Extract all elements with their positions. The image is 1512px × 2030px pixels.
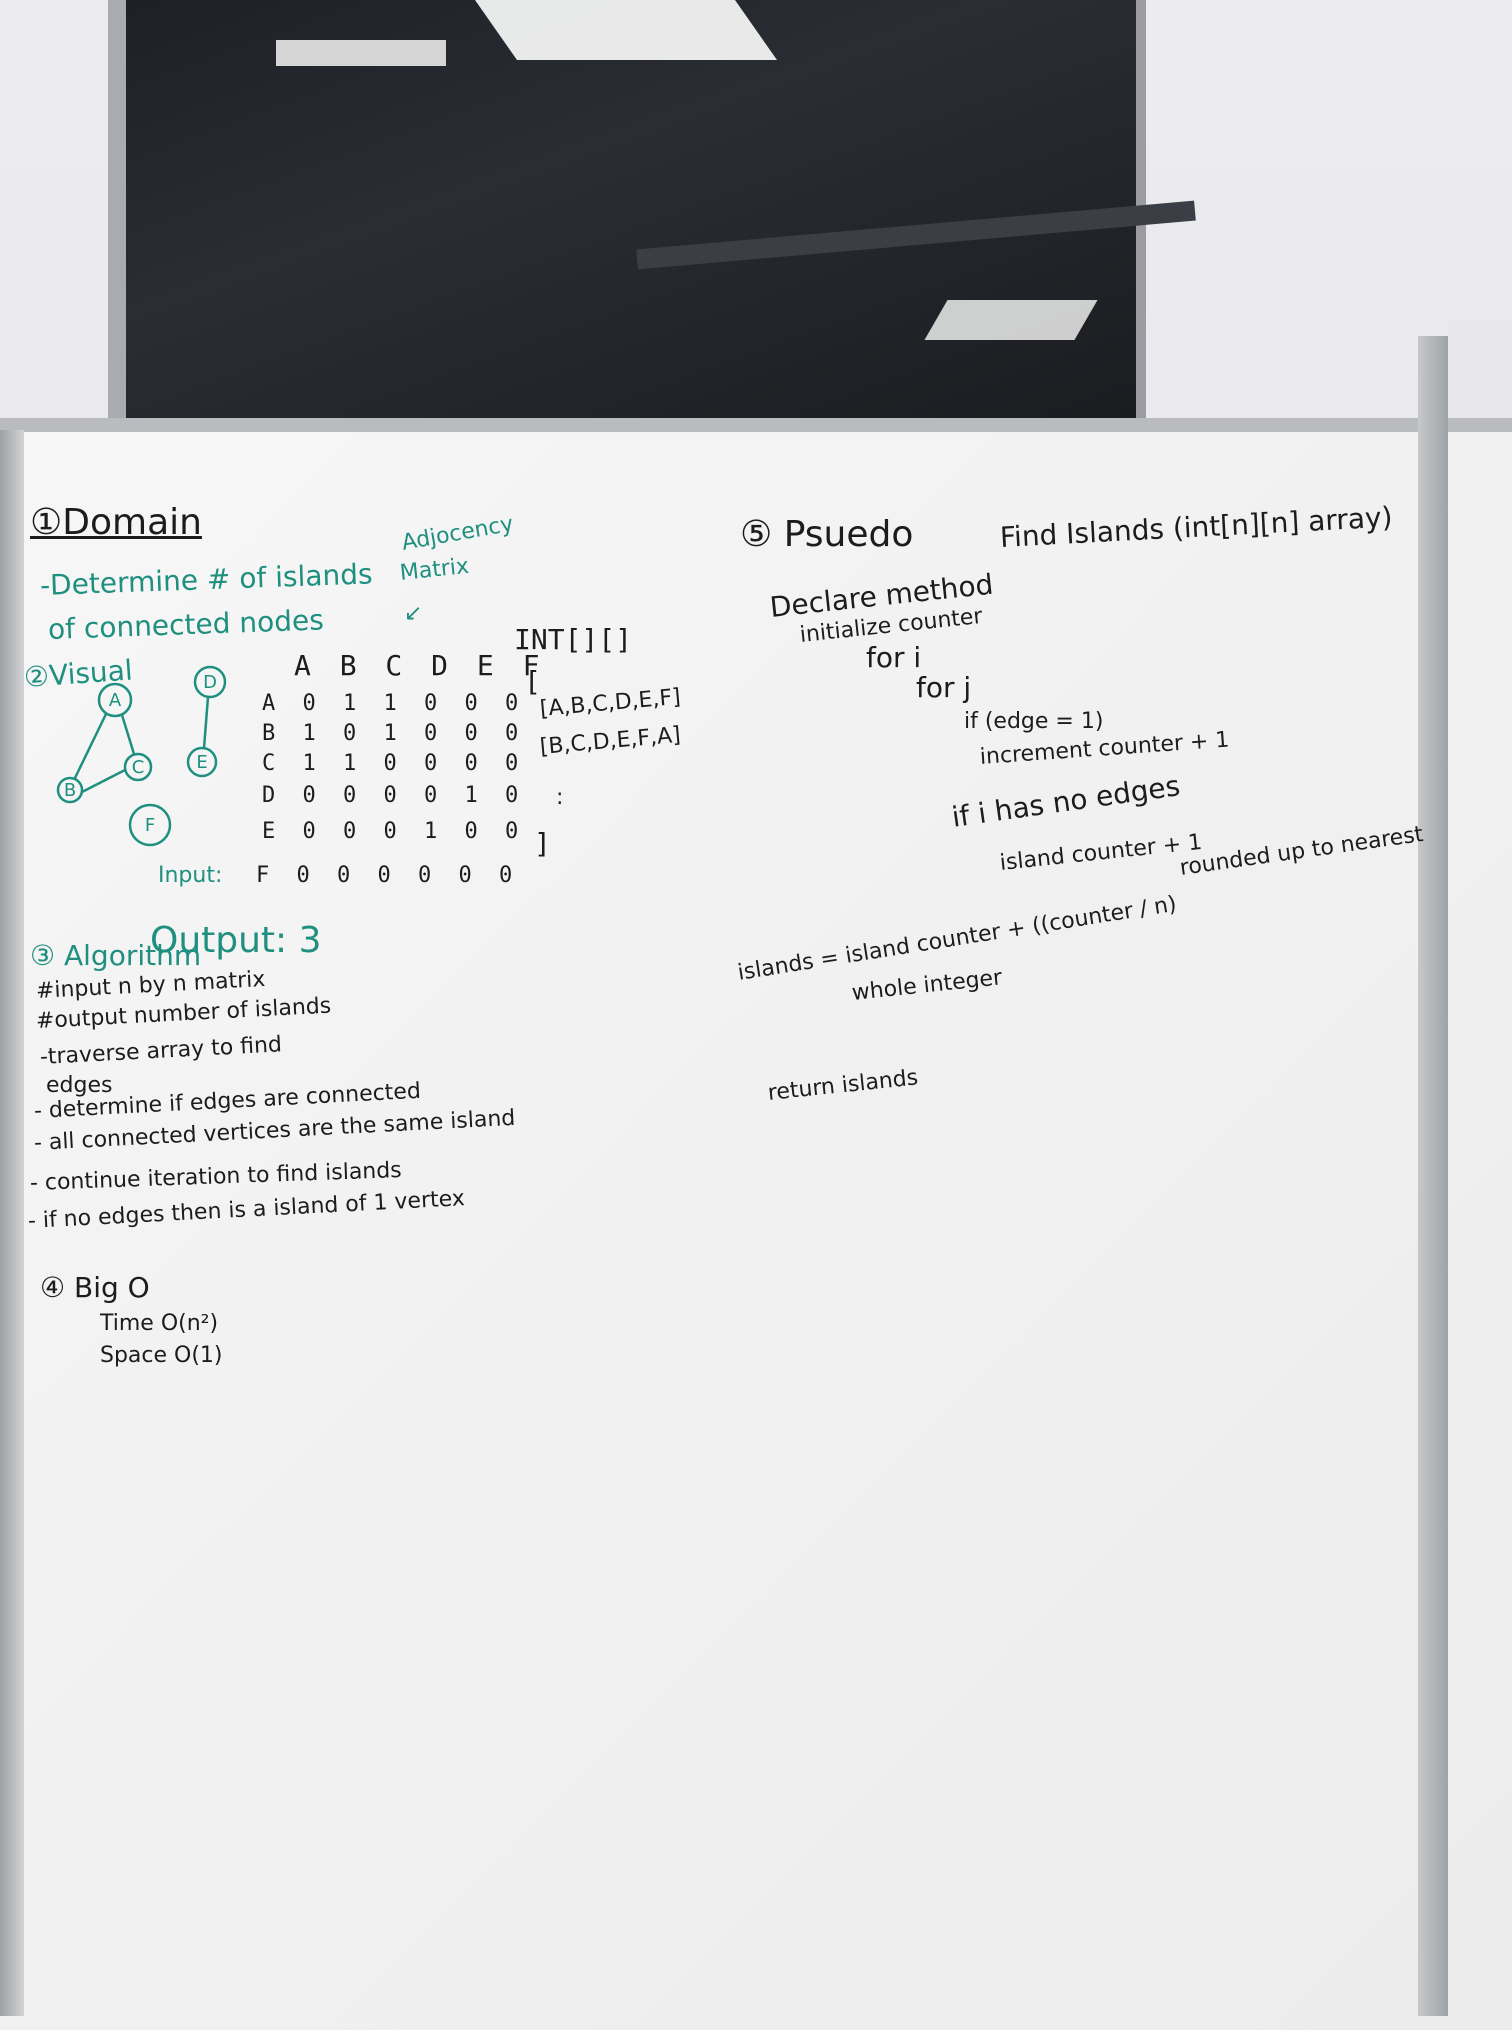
graph-node-b	[56, 776, 84, 804]
ceiling-light-reflection	[474, 0, 778, 60]
whiteboard-right-frame	[1418, 336, 1448, 2016]
matrix-header: A B C D E F	[294, 649, 546, 682]
graph-node-a	[97, 682, 133, 718]
pseudo-line-5: if (edge = 1)	[964, 709, 1104, 734]
edge-a-c	[120, 714, 136, 755]
array-open-bracket: [	[528, 665, 539, 698]
pseudo-line-4: for j	[916, 671, 972, 704]
graph-node-e	[186, 746, 218, 778]
ceiling-light-reflection-small	[276, 40, 446, 66]
adjacency-arrow-icon: ↙	[404, 601, 423, 626]
pseudo-line-3: for i	[866, 641, 922, 674]
whiteboard	[0, 418, 1512, 2030]
edge-a-b	[72, 713, 108, 781]
bigo-space: Space O(1)	[100, 1343, 223, 1368]
matrix-row-d: D 0 0 0 0 1 0	[262, 783, 526, 808]
ceiling-window	[108, 0, 1196, 420]
graph-node-f-label: F	[145, 815, 155, 836]
ceiling-light-reflection-lower	[924, 300, 1098, 340]
graph-node-d	[193, 665, 227, 699]
input-label: Input:	[158, 863, 223, 888]
graph-node-b-label: B	[64, 780, 76, 801]
bigo-heading: ④ Big O	[40, 1271, 150, 1304]
algorithm-heading: ③ Algorithm	[30, 939, 202, 972]
output-label: Output: 3	[150, 920, 322, 961]
array-dots: :	[556, 785, 564, 810]
matrix-row-b: B 1 0 1 0 0 0	[262, 721, 526, 746]
domain-heading: ①Domain	[30, 502, 202, 543]
matrix-row-c: C 1 1 0 0 0 0	[262, 751, 526, 776]
graph-node-c	[123, 752, 153, 782]
matrix-row-e: E 0 0 0 1 0 0	[262, 819, 526, 844]
graph-node-e-label: E	[196, 752, 207, 773]
array-close-bracket: ]	[536, 827, 547, 860]
array-type-label: INT[][]	[514, 623, 633, 656]
graph-node-a-label: A	[109, 690, 122, 711]
bigo-time: Time O(n²)	[100, 1311, 219, 1336]
pseudo-heading: ⑤ Psuedo	[740, 514, 914, 555]
island-graph: A B C D E F	[56, 665, 227, 847]
graph-node-c-label: C	[132, 757, 145, 778]
graph-node-f	[128, 803, 172, 847]
ceiling-rail	[636, 200, 1196, 270]
algorithm-line-4: edges	[46, 1073, 113, 1098]
whiteboard-left-frame	[0, 430, 24, 2016]
graph-node-d-label: D	[203, 672, 217, 693]
edge-d-e	[202, 696, 210, 749]
matrix-row-a: A 0 1 1 0 0 0	[262, 691, 526, 716]
matrix-row-f: F 0 0 0 0 0 0	[256, 863, 520, 888]
edge-b-c	[81, 768, 126, 794]
